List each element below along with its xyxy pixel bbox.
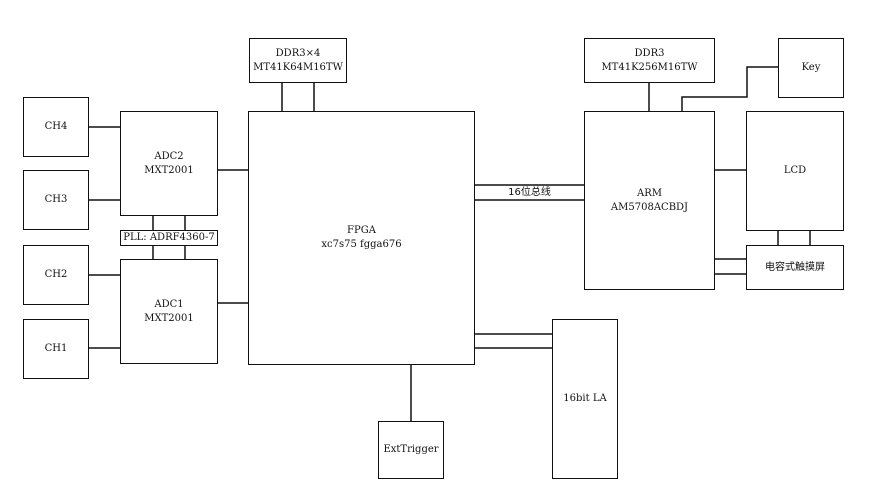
adc1-block: ADC1 MXT2001 [120, 259, 218, 364]
ddr-fpga-part: MT41K64M16TW [253, 61, 343, 73]
wire-key-arm [681, 66, 778, 111]
ch4-label: CH4 [44, 121, 68, 132]
fpga-label: FPGA [347, 225, 376, 236]
adc1-part: MXT2001 [144, 312, 194, 324]
pll-block: PLL: ADRF4360-7 [120, 230, 218, 246]
exttrigger-block: ExtTrigger [378, 421, 444, 479]
adc1-label: ADC1 [154, 298, 184, 310]
touchscreen-label: 电容式触摸屏 [765, 261, 825, 273]
ch4-block: CH4 [23, 97, 89, 157]
bus-label: 16位总线 [508, 187, 551, 198]
adc2-block: ADC2 MXT2001 [120, 111, 218, 216]
ch3-block: CH3 [23, 170, 89, 230]
fpga-block: FPGA xc7s75 fgga676 [248, 111, 475, 365]
ch3-label: CH3 [44, 194, 68, 205]
arm-part: AM5708ACBDJ [610, 201, 689, 213]
lcd-label: LCD [783, 165, 807, 176]
key-label: Key [801, 62, 821, 73]
ch1-label: CH1 [44, 343, 68, 354]
ch1-block: CH1 [23, 319, 89, 379]
pll-label: PLL: ADRF4360-7 [123, 232, 215, 243]
key-block: Key [778, 38, 844, 98]
arm-block: ARM AM5708ACBDJ [584, 111, 715, 290]
ddr-arm-block: DDR3 MT41K256M16TW [584, 38, 715, 83]
la-block: 16bit LA [552, 319, 618, 479]
fpga-part: xc7s75 fgga676 [321, 239, 402, 250]
exttrigger-label: ExtTrigger [383, 444, 439, 455]
ddr-fpga-block: DDR3×4 MT41K64M16TW [249, 38, 347, 83]
ddr-arm-label: DDR3 [634, 47, 665, 59]
ch2-block: CH2 [23, 245, 89, 305]
arm-label: ARM [637, 187, 662, 199]
ddr-fpga-label: DDR3×4 [275, 47, 321, 59]
touchscreen-block: 电容式触摸屏 [746, 245, 844, 290]
ch2-label: CH2 [44, 269, 68, 280]
adc2-part: MXT2001 [144, 164, 194, 176]
adc2-label: ADC2 [154, 150, 184, 162]
ddr-arm-part: MT41K256M16TW [601, 61, 698, 73]
lcd-block: LCD [746, 111, 844, 231]
la-label: 16bit LA [563, 393, 607, 404]
